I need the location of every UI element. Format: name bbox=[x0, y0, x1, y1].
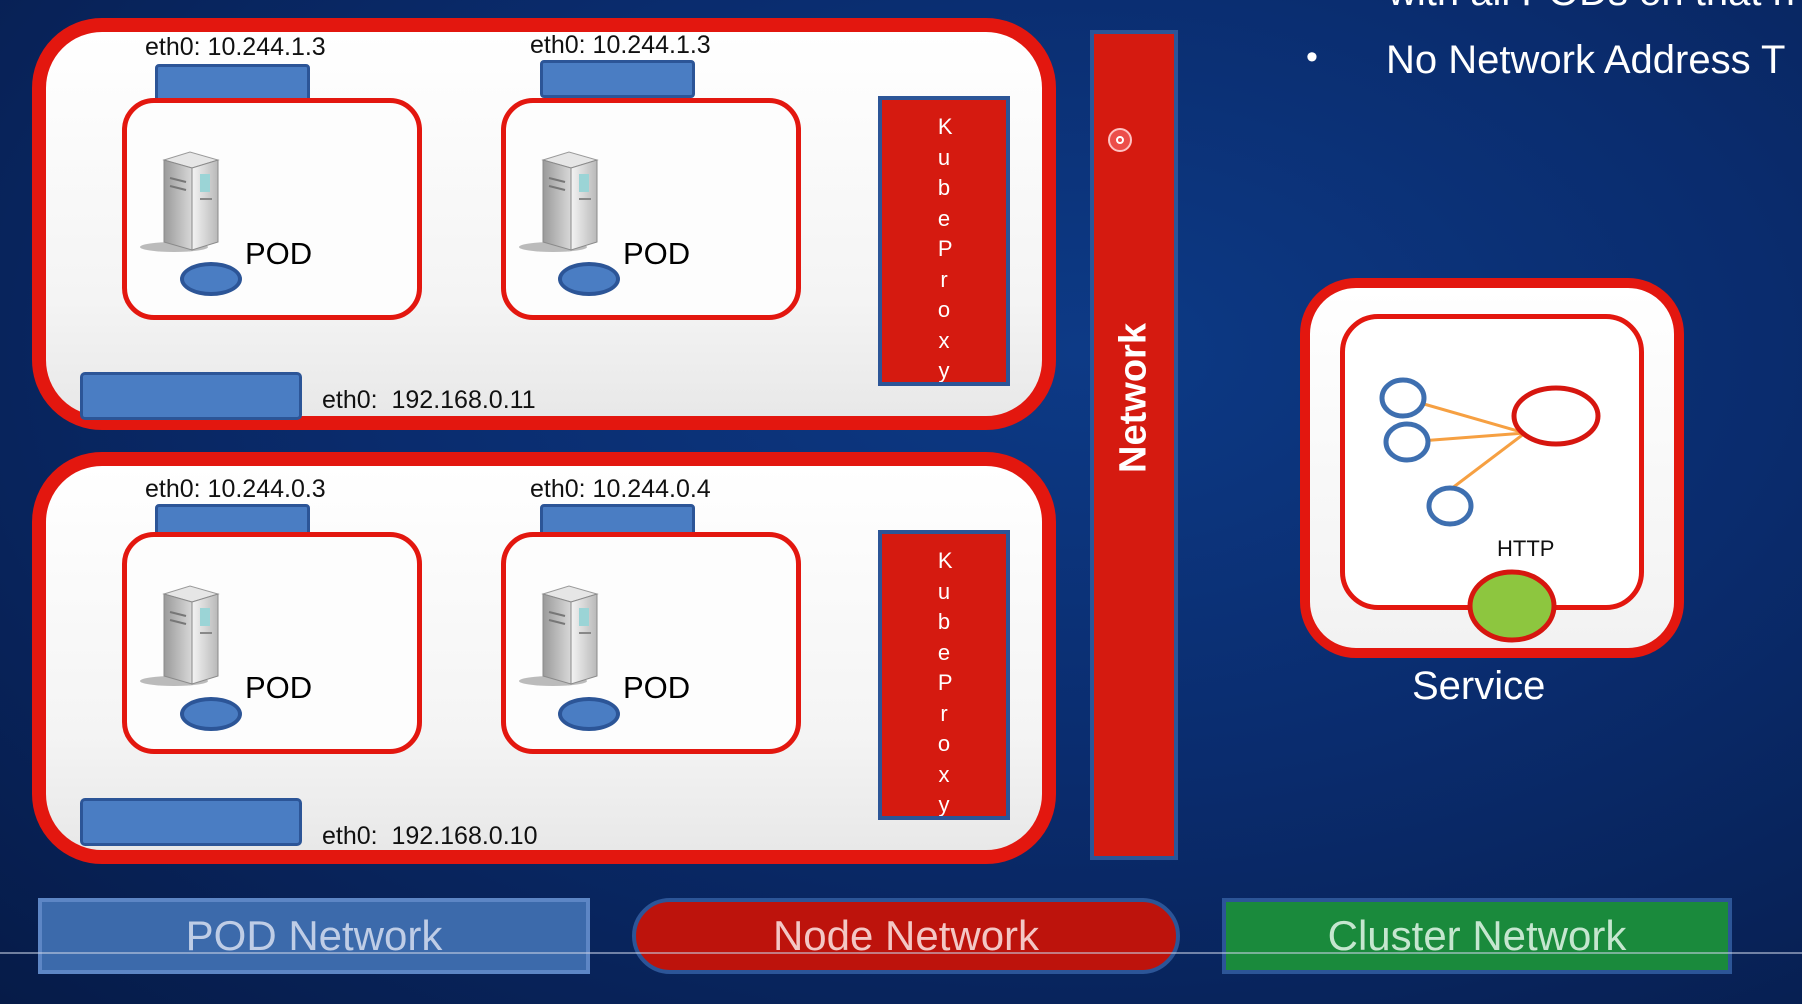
pod-ip-label: eth0: 10.244.1.3 bbox=[530, 31, 711, 59]
pod-ip-label: eth0: 10.244.0.3 bbox=[145, 475, 326, 503]
pod-ip-label: eth0: 10.244.0.4 bbox=[530, 475, 711, 503]
service-label: Service bbox=[1412, 664, 1546, 708]
cursor-indicator-icon bbox=[1108, 128, 1132, 152]
network-bar bbox=[1090, 30, 1178, 860]
kube-proxy-label: KubeProxy bbox=[937, 548, 953, 817]
pod-label: POD bbox=[245, 670, 313, 705]
cut-off-heading-text: with all PODs on that n bbox=[1388, 0, 1795, 15]
legend-cluster-network-label: Cluster Network bbox=[1327, 912, 1627, 959]
service-inner-box bbox=[1340, 314, 1644, 610]
node-ip-label: eth0: 192.168.0.11 bbox=[322, 386, 536, 414]
pod-interface bbox=[155, 64, 310, 102]
legend-cluster-network: Cluster Network bbox=[1222, 898, 1732, 974]
legend-pod-network: POD Network bbox=[38, 898, 590, 974]
node-ip-label: eth0: 192.168.0.10 bbox=[322, 822, 538, 850]
network-label: Network bbox=[1112, 323, 1155, 473]
pod-container bbox=[501, 532, 801, 754]
kube-proxy-label: KubeProxy bbox=[937, 114, 953, 383]
pod-endpoint-icon bbox=[180, 697, 242, 731]
bullet-text: No Network Address T bbox=[1386, 38, 1786, 82]
kube-proxy: KubeProxy bbox=[878, 530, 1010, 820]
pod-endpoint-icon bbox=[180, 262, 242, 296]
legend-pod-network-label: POD Network bbox=[185, 912, 443, 959]
http-label: HTTP bbox=[1497, 536, 1555, 561]
pod-label: POD bbox=[245, 236, 313, 271]
pod-label: POD bbox=[623, 670, 691, 705]
kube-proxy: KubeProxy bbox=[878, 96, 1010, 386]
server-icon bbox=[513, 146, 625, 258]
legend-node-network: Node Network bbox=[632, 898, 1180, 974]
node-interface bbox=[80, 372, 302, 420]
node-interface bbox=[80, 798, 302, 846]
pod-ip-label: eth0: 10.244.1.3 bbox=[145, 33, 326, 61]
server-icon bbox=[134, 146, 246, 258]
service-graph-icon bbox=[1379, 377, 1601, 643]
legend-node-network-label: Node Network bbox=[772, 912, 1040, 959]
divider-line bbox=[0, 952, 1802, 954]
pod-endpoint-icon bbox=[558, 262, 620, 296]
pod-label: POD bbox=[623, 236, 691, 271]
server-icon bbox=[513, 580, 625, 692]
bullet-icon: • bbox=[1306, 38, 1318, 76]
pod-endpoint-icon bbox=[558, 697, 620, 731]
server-icon bbox=[134, 580, 246, 692]
pod-interface bbox=[540, 60, 695, 98]
